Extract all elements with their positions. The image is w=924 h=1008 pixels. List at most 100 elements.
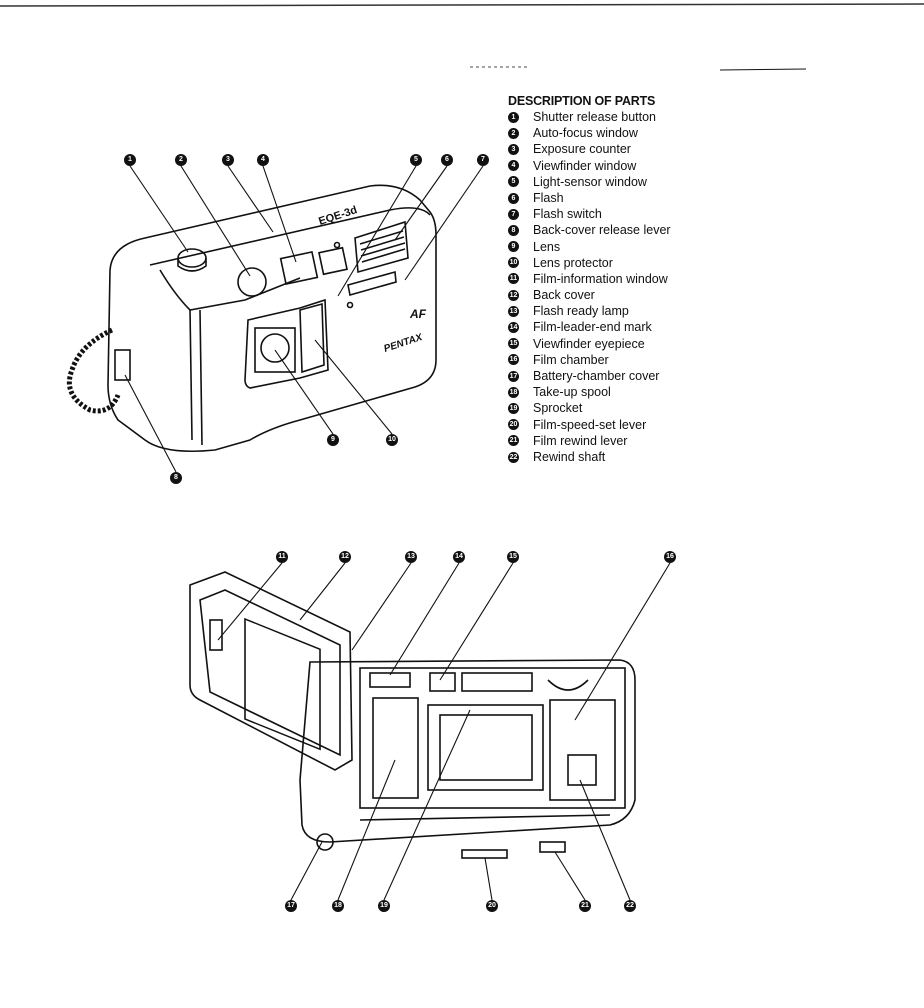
- callout-number: 22: [624, 900, 636, 912]
- part-number-badge: 19: [508, 402, 519, 414]
- part-number-badge: 9: [508, 241, 519, 253]
- part-item: 14 Film-leader-end mark: [508, 319, 671, 335]
- part-label: Exposure counter: [533, 142, 631, 157]
- callout-number: 18: [332, 900, 344, 912]
- callout-lines-front: [124, 165, 484, 473]
- part-label: Film chamber: [533, 352, 609, 367]
- part-item: 8 Back-cover release lever: [508, 222, 671, 238]
- callout-number: 21: [579, 900, 591, 912]
- part-number-badge: 15: [508, 338, 519, 350]
- part-item: 2 Auto-focus window: [508, 125, 671, 141]
- callout-number: 3: [222, 154, 234, 166]
- part-label: Viewfinder eyepiece: [533, 336, 645, 351]
- part-label: Flash switch: [533, 207, 602, 222]
- part-label: Flash ready lamp: [533, 304, 629, 319]
- callout-number: 4: [257, 154, 269, 166]
- part-item: 20 Film-speed-set lever: [508, 417, 671, 433]
- part-label: Film-leader-end mark: [533, 320, 652, 335]
- part-number-badge: 6: [508, 192, 519, 204]
- part-item: 4 Viewfinder window: [508, 158, 671, 174]
- part-number-badge: 13: [508, 305, 519, 317]
- part-label: Film rewind lever: [533, 433, 628, 448]
- parts-list: 1 Shutter release button 2 Auto-focus windo…: [508, 109, 671, 465]
- callout-number: 10: [386, 434, 398, 446]
- part-item: 16 Film chamber: [508, 352, 671, 368]
- part-item: 5 Light-sensor window: [508, 174, 671, 190]
- callout-number: 1: [124, 154, 136, 166]
- pentax-logo: PENTAX: [383, 332, 426, 355]
- callout-number: 17: [285, 900, 297, 912]
- camera-back-drawing: [189, 571, 636, 859]
- part-number-badge: 20: [508, 419, 519, 431]
- part-label: Lens protector: [533, 255, 613, 270]
- part-item: 21 Film rewind lever: [508, 433, 671, 449]
- part-label: Back cover: [533, 288, 595, 303]
- part-label: Take-up spool: [533, 385, 611, 400]
- part-number-badge: 1: [508, 111, 519, 123]
- part-number-badge: 4: [508, 160, 519, 172]
- callout-lines-back: [217, 562, 671, 901]
- part-item: 19 Sprocket: [508, 400, 671, 416]
- part-item: 10 Lens protector: [508, 255, 671, 271]
- part-number-badge: 12: [508, 289, 519, 301]
- part-label: Battery-chamber cover: [533, 369, 660, 383]
- part-number-badge: 14: [508, 322, 519, 334]
- part-item: 12 Back cover: [508, 287, 671, 303]
- part-label: Light-sensor window: [533, 174, 647, 189]
- part-label: Viewfinder window: [533, 158, 637, 173]
- callout-number: 7: [477, 154, 489, 166]
- part-label: Film-speed-set lever: [533, 417, 647, 432]
- part-number-badge: 5: [508, 176, 519, 188]
- callout-number: 15: [507, 551, 519, 563]
- part-item: 6 Flash: [508, 190, 671, 206]
- part-label: Auto-focus window: [533, 126, 638, 141]
- part-number-badge: 11: [508, 273, 519, 285]
- part-label: Shutter release button: [533, 110, 656, 124]
- callout-number: 6: [441, 154, 453, 166]
- part-number-badge: 21: [508, 435, 519, 447]
- part-number-badge: 2: [508, 127, 519, 139]
- callout-number: 9: [327, 434, 339, 446]
- part-item: 1 Shutter release button: [508, 109, 671, 125]
- part-label: Lens: [533, 239, 561, 254]
- callout-number: 19: [378, 900, 390, 912]
- callout-number: 5: [410, 154, 422, 166]
- part-number-badge: 10: [508, 257, 519, 269]
- callout-number: 11: [276, 551, 288, 563]
- part-number-badge: 17: [508, 370, 519, 382]
- part-label: Rewind shaft: [533, 449, 606, 464]
- callout-number: 16: [664, 551, 676, 563]
- callout-number: 14: [453, 551, 465, 563]
- part-item: 9 Lens: [508, 239, 671, 255]
- af-logo: AF: [409, 307, 427, 321]
- part-number-badge: 3: [508, 143, 519, 155]
- scan-mark: [719, 68, 807, 71]
- legend-title: DESCRIPTION OF PARTS: [508, 94, 656, 108]
- model-logo: EQE-3d: [317, 204, 358, 228]
- part-item: 3 Exposure counter: [508, 141, 671, 157]
- part-item: 15 Viewfinder eyepiece: [508, 336, 671, 352]
- callout-number: 13: [405, 551, 417, 563]
- part-item: 13 Flash ready lamp: [508, 303, 671, 319]
- part-number-badge: 16: [508, 354, 519, 366]
- part-label: Back-cover release lever: [533, 223, 671, 238]
- part-number-badge: 8: [508, 224, 519, 236]
- callout-number: 8: [170, 472, 182, 484]
- part-item: 11 Film-information window: [508, 271, 671, 287]
- part-label: Film-information window: [533, 271, 668, 286]
- part-label: Sprocket: [533, 401, 583, 416]
- part-item: 17 Battery-chamber cover: [508, 368, 671, 384]
- callout-number: 2: [175, 154, 187, 166]
- callout-number: 12: [339, 551, 351, 563]
- scan-line: [0, 3, 924, 7]
- part-number-badge: 18: [508, 386, 519, 398]
- part-item: 18 Take-up spool: [508, 384, 671, 400]
- parts-legend: DESCRIPTION OF PARTS 1 Shutter release bu…: [508, 94, 671, 465]
- part-label: Flash: [533, 190, 564, 205]
- part-item: 22 Rewind shaft: [508, 449, 671, 465]
- part-number-badge: 22: [508, 451, 519, 463]
- callout-number: 20: [486, 900, 498, 912]
